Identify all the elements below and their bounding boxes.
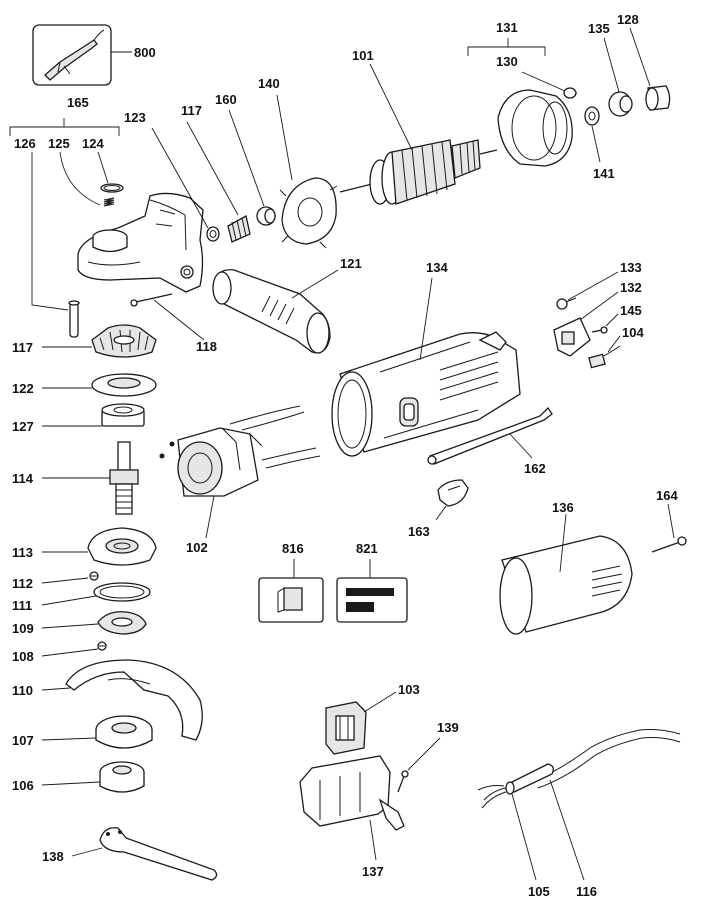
label-101: 101 bbox=[352, 48, 374, 63]
label-102: 102 bbox=[186, 540, 208, 555]
label-126: 126 bbox=[14, 136, 36, 151]
label-121: 121 bbox=[340, 256, 362, 271]
part-111-retaining-ring[interactable] bbox=[93, 582, 151, 602]
part-160-bearing[interactable] bbox=[256, 206, 276, 226]
label-111: 111 bbox=[12, 598, 32, 613]
part-136-rear-cover[interactable] bbox=[499, 535, 633, 635]
part-117-pinion[interactable] bbox=[227, 215, 251, 243]
label-118: 118 bbox=[196, 339, 217, 354]
part-135-bearing[interactable] bbox=[608, 91, 633, 117]
label-136: 136 bbox=[552, 500, 574, 515]
label-104: 104 bbox=[622, 325, 644, 340]
part-138-pin-spanner[interactable] bbox=[99, 827, 218, 881]
label-141: 141 bbox=[593, 166, 615, 181]
part-800-lubricant-gun[interactable] bbox=[32, 24, 112, 86]
label-107: 107 bbox=[12, 733, 34, 748]
part-117-bevel-gear[interactable] bbox=[91, 324, 157, 358]
part-132-brush-holder[interactable] bbox=[553, 317, 591, 357]
part-101-armature[interactable] bbox=[339, 139, 498, 205]
label-163: 163 bbox=[408, 524, 430, 539]
part-130-bushing[interactable] bbox=[563, 87, 577, 99]
label-125: 125 bbox=[48, 136, 70, 151]
part-134-motor-housing[interactable] bbox=[331, 331, 521, 457]
part-118-screw[interactable] bbox=[130, 293, 173, 307]
label-106: 106 bbox=[12, 778, 34, 793]
part-162-switch-rod[interactable] bbox=[427, 406, 553, 465]
part-102-field-stator[interactable] bbox=[159, 405, 321, 497]
label-112: 112 bbox=[12, 576, 33, 591]
label-108: 108 bbox=[12, 649, 34, 664]
part-133-brush-spring[interactable] bbox=[556, 297, 577, 310]
label-132: 132 bbox=[620, 280, 642, 295]
part-106-flange-nut[interactable] bbox=[99, 761, 145, 793]
part-126-pin[interactable] bbox=[68, 300, 80, 338]
label-123: 123 bbox=[124, 110, 146, 125]
part-103-switch[interactable] bbox=[325, 701, 367, 755]
label-122: 122 bbox=[12, 381, 34, 396]
part-163-switch-button[interactable] bbox=[437, 479, 469, 507]
part-145-screw[interactable] bbox=[591, 326, 608, 334]
part-141-washer[interactable] bbox=[584, 106, 600, 126]
part-109-clamp[interactable] bbox=[97, 611, 147, 635]
part-122-flange[interactable] bbox=[91, 373, 157, 397]
label-800: 800 bbox=[134, 45, 156, 60]
part-127-bearing[interactable] bbox=[101, 403, 145, 427]
part-137-switch-mount[interactable] bbox=[299, 755, 405, 831]
label-130: 130 bbox=[496, 54, 518, 69]
label-131: 131 bbox=[496, 20, 518, 35]
label-165: 165 bbox=[67, 95, 89, 110]
label-113: 113 bbox=[12, 545, 33, 560]
label-162: 162 bbox=[524, 461, 546, 476]
part-110-wheel-guard[interactable] bbox=[65, 659, 203, 741]
part-128-sleeve[interactable] bbox=[645, 85, 671, 111]
label-139: 139 bbox=[437, 720, 459, 735]
label-109: 109 bbox=[12, 621, 34, 636]
label-124: 124 bbox=[82, 136, 104, 151]
label-105: 105 bbox=[528, 884, 550, 899]
part-131-end-bell[interactable] bbox=[497, 89, 573, 167]
label-114: 114 bbox=[12, 471, 34, 486]
part-116-power-cord[interactable] bbox=[531, 729, 681, 789]
label-117-left: 117 bbox=[12, 340, 33, 355]
part-121-side-handle[interactable] bbox=[212, 269, 331, 354]
part-164-screw[interactable] bbox=[651, 536, 687, 553]
part-140-baffle[interactable] bbox=[279, 177, 338, 249]
label-110: 110 bbox=[12, 683, 33, 698]
part-108-screw[interactable] bbox=[97, 641, 107, 651]
label-103: 103 bbox=[398, 682, 420, 697]
part-gear-housing[interactable] bbox=[77, 192, 204, 293]
label-133: 133 bbox=[620, 260, 642, 275]
part-125-spring[interactable] bbox=[103, 197, 115, 207]
label-117-top: 117 bbox=[181, 103, 202, 118]
label-127: 127 bbox=[12, 419, 34, 434]
label-164: 164 bbox=[656, 488, 678, 503]
label-135: 135 bbox=[588, 21, 610, 36]
part-123-bushing[interactable] bbox=[206, 226, 220, 242]
label-821: 821 bbox=[356, 541, 378, 556]
part-113-bearing-plate[interactable] bbox=[87, 527, 157, 566]
label-137: 137 bbox=[362, 864, 384, 879]
part-107-inner-flange[interactable] bbox=[95, 715, 153, 749]
label-116: 116 bbox=[576, 884, 597, 899]
part-112-screw[interactable] bbox=[89, 571, 99, 581]
label-134: 134 bbox=[426, 260, 448, 275]
part-105-strain-relief[interactable] bbox=[477, 763, 554, 809]
label-160: 160 bbox=[215, 92, 237, 107]
part-139-screw[interactable] bbox=[397, 770, 409, 793]
part-124-ring[interactable] bbox=[100, 183, 124, 193]
label-128: 128 bbox=[617, 12, 639, 27]
part-114-spindle[interactable] bbox=[109, 441, 139, 515]
label-816: 816 bbox=[282, 541, 304, 556]
part-816-label-plate[interactable] bbox=[258, 577, 324, 623]
part-104-carbon-brush[interactable] bbox=[588, 345, 621, 369]
label-138: 138 bbox=[42, 849, 64, 864]
label-145: 145 bbox=[620, 303, 642, 318]
label-140: 140 bbox=[258, 76, 280, 91]
part-821-label-plate[interactable] bbox=[336, 577, 408, 623]
